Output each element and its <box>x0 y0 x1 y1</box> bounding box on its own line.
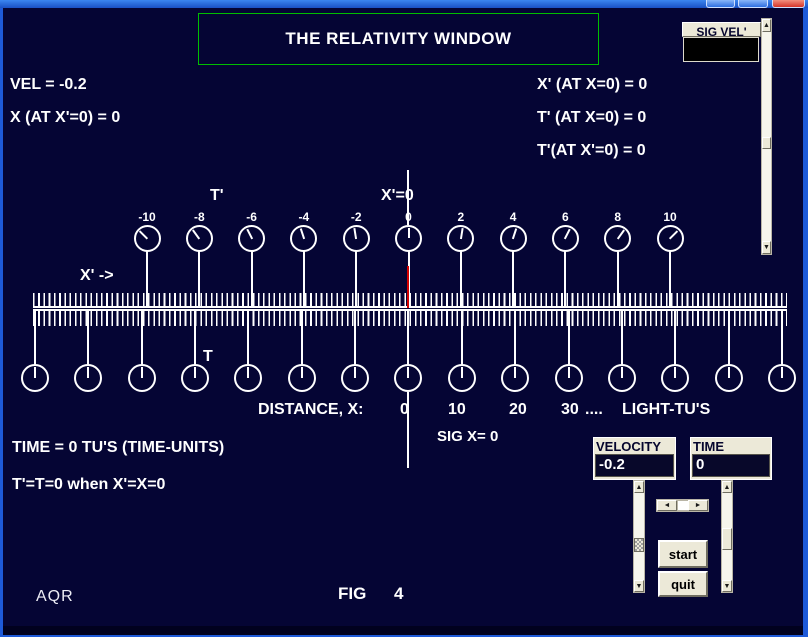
velocity-scrollbar-thumb[interactable] <box>634 538 644 552</box>
xprime0-worldline-lower <box>406 392 409 468</box>
time-scrollbar-thumb[interactable] <box>722 528 732 550</box>
page-title: THE RELATIVITY WINDOW <box>285 29 512 48</box>
xprime-at-x0-readout: X' (AT X=0) = 0 <box>537 76 648 93</box>
distance-dots: .... <box>585 401 603 418</box>
rest-ruler-ticks <box>33 311 787 326</box>
velocity-label: VELOCITY <box>596 439 662 454</box>
sig-vel-scrollbar-thumb[interactable] <box>762 137 771 149</box>
moving-ruler-ticks <box>33 293 787 306</box>
minimize-button[interactable] <box>706 0 735 8</box>
quit-button[interactable]: quit <box>658 571 708 597</box>
t-prime-label: T' <box>210 187 224 204</box>
moving-ruler-baseline <box>33 305 787 308</box>
horizontal-scrollbar[interactable]: ◄ ► <box>656 499 709 512</box>
distance-units-label: LIGHT-TU'S <box>622 401 711 418</box>
scroll-up-icon[interactable]: ▲ <box>722 481 732 493</box>
time-readout: TIME = 0 TU'S (TIME-UNITS) <box>12 439 225 456</box>
window-titlebar[interactable] <box>0 0 808 8</box>
velocity-scrollbar[interactable]: ▲ ▼ <box>633 480 645 593</box>
distance-tick-10: 10 <box>448 401 466 418</box>
sig-vel-label-text: SIG VEL' <box>696 25 747 39</box>
bottom-strip <box>3 626 803 635</box>
x-at-xprime0-readout: X (AT X'=0) = 0 <box>10 109 121 126</box>
start-button[interactable]: start <box>658 540 708 568</box>
scroll-right-icon[interactable]: ► <box>688 500 708 511</box>
sig-vel-value <box>683 37 759 62</box>
t-label: T <box>203 348 213 365</box>
tprime-at-x0-readout: T' (AT X=0) = 0 <box>537 109 647 126</box>
scroll-down-icon[interactable]: ▼ <box>762 241 771 254</box>
rest-ruler-baseline <box>33 309 787 311</box>
time-label: TIME <box>693 439 725 454</box>
scroll-up-icon[interactable]: ▲ <box>762 19 771 32</box>
time-scrollbar[interactable]: ▲ ▼ <box>721 480 733 593</box>
distance-tick-0: 0 <box>400 401 409 418</box>
scroll-left-icon[interactable]: ◄ <box>657 500 677 511</box>
x-prime-zero-label: X'=0 <box>381 187 414 204</box>
scroll-down-icon[interactable]: ▼ <box>634 580 644 592</box>
velocity-value: -0.2 <box>595 454 674 477</box>
scroll-up-icon[interactable]: ▲ <box>634 481 644 493</box>
x-prime-arrow-label: X' -> <box>80 267 114 284</box>
distance-tick-30: 30 <box>561 401 579 418</box>
fig-number: 4 <box>394 584 404 603</box>
xprime0-worldline-upper <box>406 170 409 225</box>
time-value: 0 <box>692 454 770 477</box>
credit-label: AQR <box>36 588 74 605</box>
sync-readout: T'=T=0 when X'=X=0 <box>12 476 166 493</box>
sig-vel-label: SIG VEL' <box>682 22 761 39</box>
distance-scale-label: DISTANCE, X: <box>258 401 364 418</box>
vel-readout: VEL = -0.2 <box>10 76 87 93</box>
fig-label: FIG <box>338 584 367 603</box>
sig-vel-scrollbar[interactable]: ▲ ▼ <box>761 18 772 255</box>
title-box: THE RELATIVITY WINDOW <box>198 13 599 65</box>
tprime-at-xprime0-readout: T'(AT X'=0) = 0 <box>537 142 646 159</box>
time-box: TIME 0 <box>690 437 772 480</box>
distance-tick-20: 20 <box>509 401 527 418</box>
close-button[interactable] <box>772 0 805 8</box>
velocity-box: VELOCITY -0.2 <box>593 437 676 480</box>
sig-x-readout: SIG X= 0 <box>437 428 499 445</box>
xprime0-red-marker <box>406 266 409 308</box>
scroll-down-icon[interactable]: ▼ <box>722 580 732 592</box>
maximize-button[interactable] <box>738 0 768 8</box>
